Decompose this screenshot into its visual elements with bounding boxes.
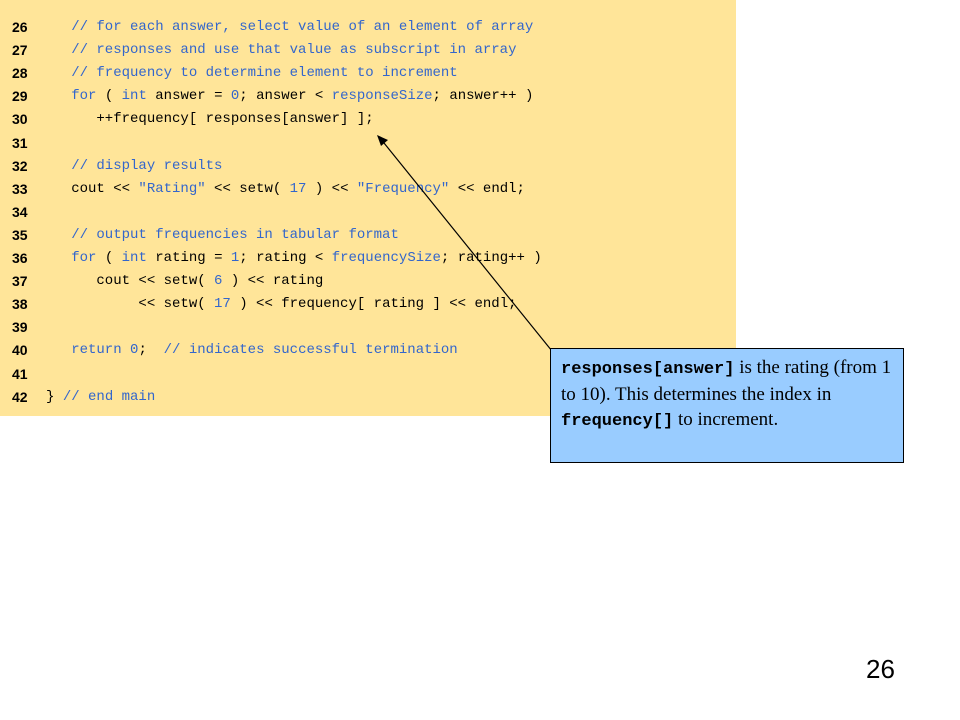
line-number: 38 <box>12 296 28 313</box>
line-number: 27 <box>12 42 28 59</box>
code-text: // output frequencies in tabular format <box>46 226 399 243</box>
code-text: } // end main <box>46 388 156 405</box>
line-number: 26 <box>12 19 28 35</box>
line-number: 40 <box>12 342 28 359</box>
line-number: 35 <box>12 226 28 243</box>
callout-box: responses[answer] is the rating (from 1 … <box>550 348 904 463</box>
line-number: 41 <box>12 365 28 382</box>
line-number: 39 <box>12 319 28 336</box>
callout-code-frequency: frequency[] <box>561 412 674 431</box>
code-text: cout << setw( 6 ) << rating <box>46 273 324 290</box>
callout-code-responses: responses[answer] <box>561 360 735 379</box>
line-number: 32 <box>12 157 28 174</box>
line-number: 28 <box>12 65 28 82</box>
code-text: // display results <box>46 157 223 174</box>
line-number: 34 <box>12 203 28 220</box>
line-number: 33 <box>12 180 28 197</box>
line-number: 42 <box>12 388 28 405</box>
code-text: << setw( 17 ) << frequency[ rating ] << … <box>46 296 517 313</box>
code-text: return 0; // indicates successful termin… <box>46 342 458 359</box>
callout-text-2: to increment. <box>673 409 779 430</box>
code-text: // for each answer, select value of an e… <box>46 19 534 35</box>
code-text: for ( int rating = 1; rating < frequency… <box>46 250 542 266</box>
code-text: cout << "Rating" << setw( 17 ) << "Frequ… <box>46 180 525 197</box>
code-text: // frequency to determine element to inc… <box>46 65 458 82</box>
line-number: 37 <box>12 273 28 290</box>
line-number: 29 <box>12 88 28 105</box>
code-text: for ( int answer = 0; answer < responseS… <box>46 88 534 105</box>
line-number: 31 <box>12 134 28 151</box>
code-text: // responses and use that value as subsc… <box>46 42 517 59</box>
code-text: ++frequency[ responses[answer] ]; <box>46 111 374 128</box>
line-number: 30 <box>12 111 28 128</box>
code-listing-panel: 26 // for each answer, select value of a… <box>0 0 736 416</box>
callout-text-1: is the rating (from 1 to 10). This deter… <box>561 357 892 405</box>
line-number: 36 <box>12 250 28 266</box>
slide-number: 26 <box>866 654 895 684</box>
